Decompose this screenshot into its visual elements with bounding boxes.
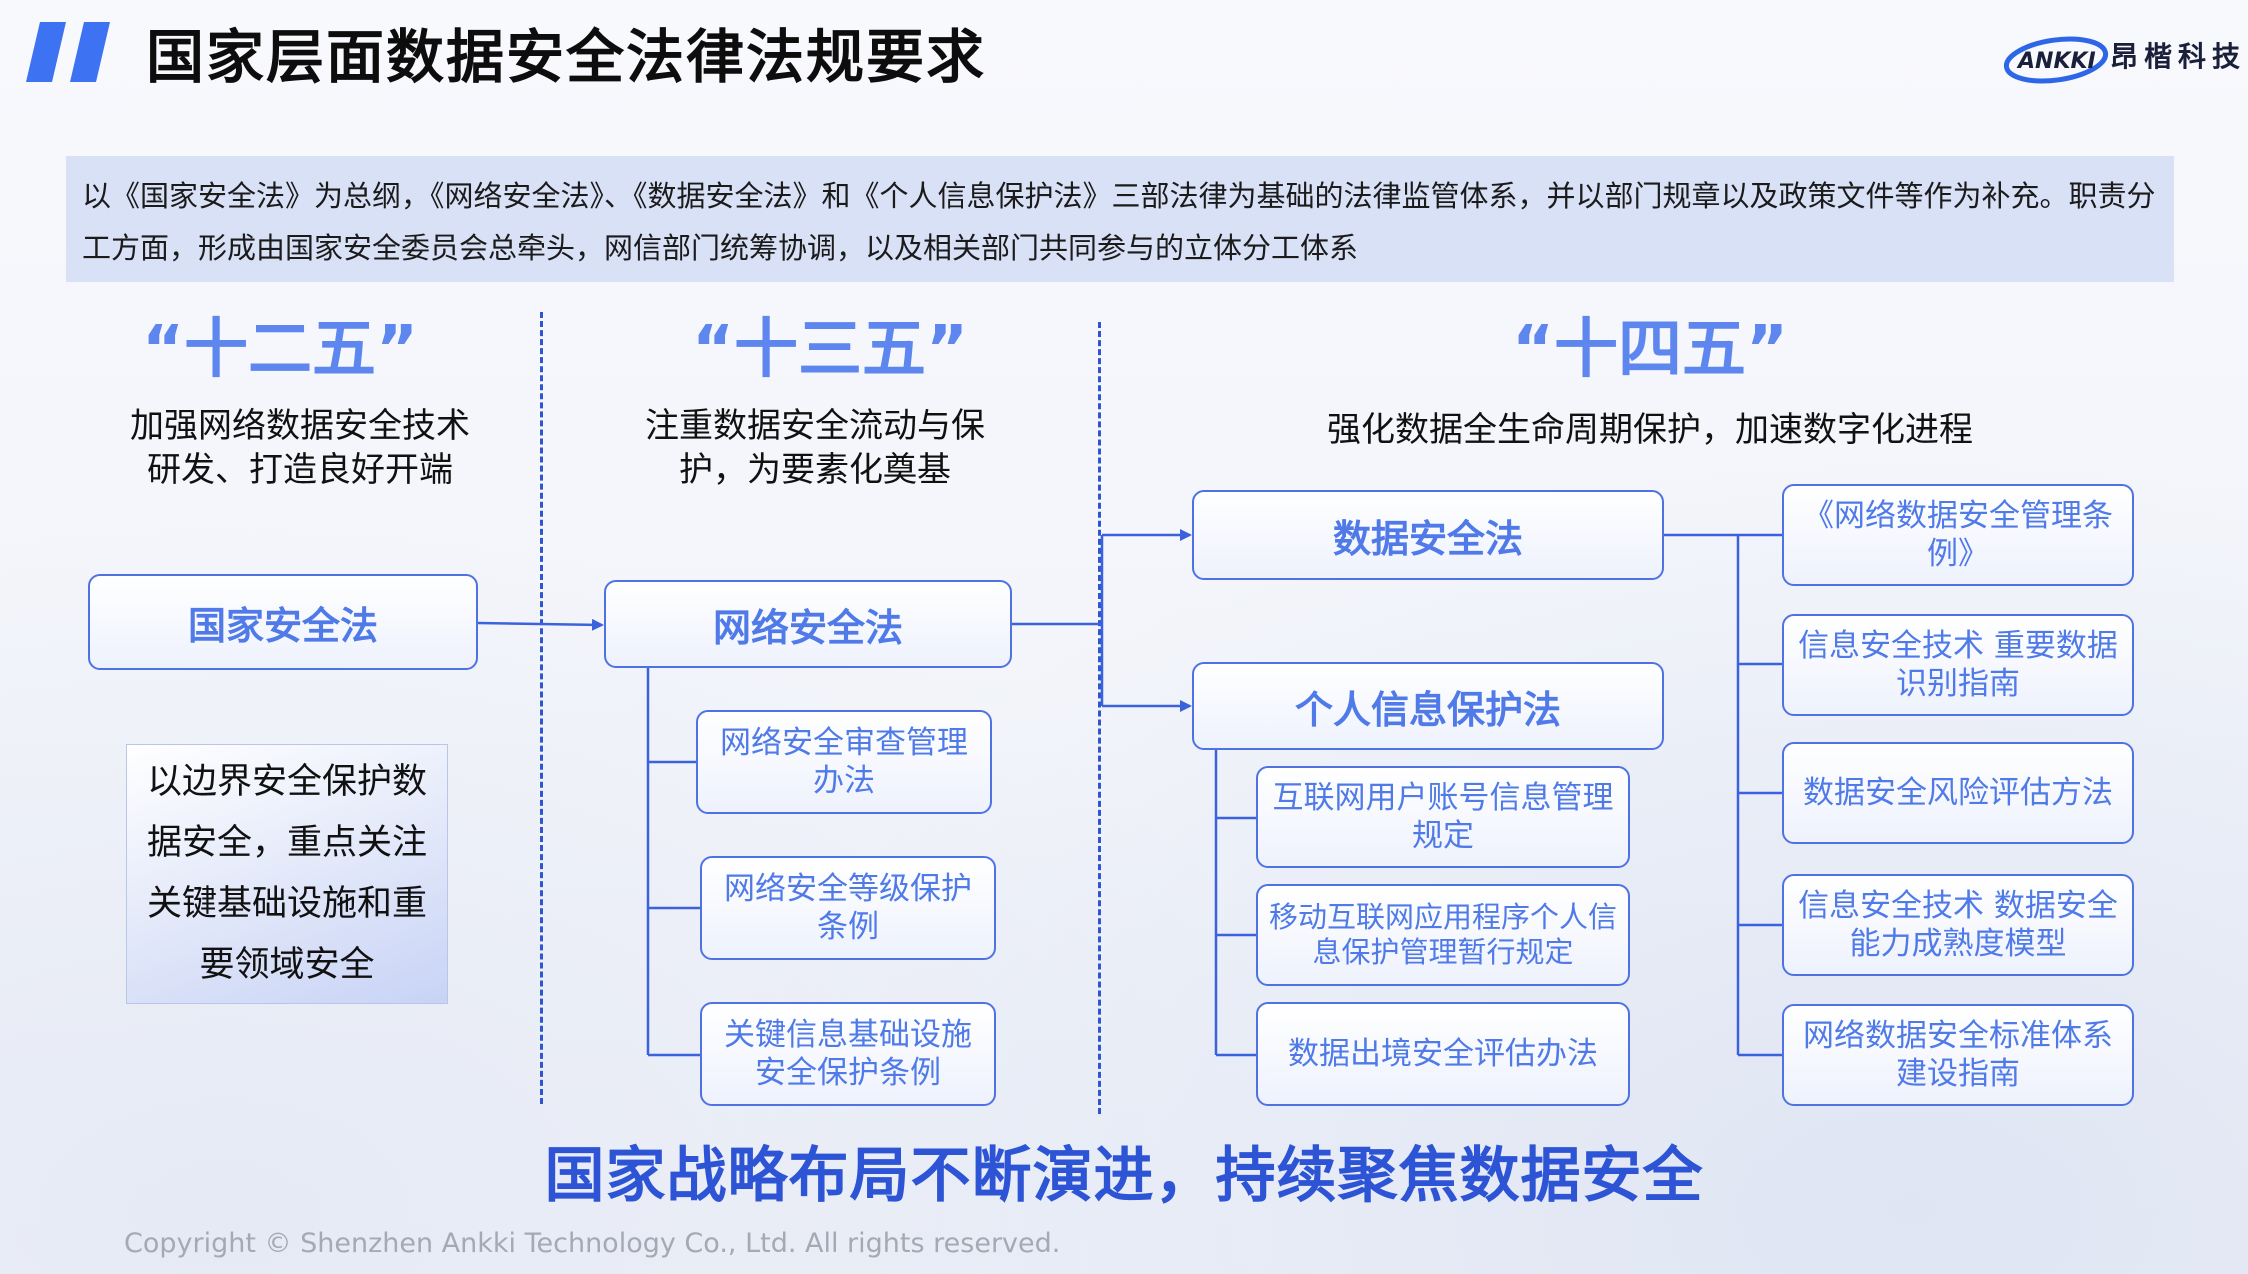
reg-capability-maturity-model[interactable]: 信息安全技术 数据安全能力成熟度模型 xyxy=(1782,874,2134,976)
period-divider-1 xyxy=(540,312,543,1104)
slogan: 国家战略布局不断演进，持续聚焦数据安全 xyxy=(544,1141,1704,1211)
law-data-security[interactable]: 数据安全法 xyxy=(1192,490,1664,580)
law-personal-info-protection[interactable]: 个人信息保护法 xyxy=(1192,662,1664,750)
brand-logo-text: ANKKI xyxy=(2016,49,2096,74)
brand-name: 昂楷科技 xyxy=(2110,40,2247,73)
law-cybersecurity[interactable]: 网络安全法 xyxy=(604,580,1012,668)
law-national-security[interactable]: 国家安全法 xyxy=(88,574,478,670)
era-title-14th: “十四五” xyxy=(1511,313,1789,387)
focus-summary-12th: 以边界安全保护数据安全，重点关注关键基础设施和重要领域安全 xyxy=(126,744,448,1004)
reg-cybersecurity-review[interactable]: 网络安全审查管理办法 xyxy=(696,710,992,814)
reg-classified-protection[interactable]: 网络安全等级保护条例 xyxy=(700,856,996,960)
reg-user-account-info[interactable]: 互联网用户账号信息管理规定 xyxy=(1256,766,1630,868)
ankki-logo-icon: ANKKI xyxy=(2004,36,2109,84)
reg-data-security-standard-system[interactable]: 网络数据安全标准体系建设指南 xyxy=(1782,1004,2134,1106)
reg-important-data-identification[interactable]: 信息安全技术 重要数据识别指南 xyxy=(1782,614,2134,716)
era-desc-14th: 强化数据全生命周期保护，加速数字化进程 xyxy=(1327,410,1973,450)
reg-critical-infrastructure[interactable]: 关键信息基础设施安全保护条例 xyxy=(700,1002,996,1106)
reg-mobile-app-personal-info[interactable]: 移动互联网应用程序个人信息保护管理暂行规定 xyxy=(1256,884,1630,986)
era-title-12th: “十二五” xyxy=(141,313,419,387)
era-desc-13th: 注重数据安全流动与保护，为要素化奠基 xyxy=(645,406,985,490)
intro-text: 以《国家安全法》为总纲，《网络安全法》、《数据安全法》和《个人信息保护法》三部法… xyxy=(66,156,2174,282)
reg-data-security-risk-assessment[interactable]: 数据安全风险评估方法 xyxy=(1782,742,2134,844)
reg-network-data-security-management[interactable]: 《网络数据安全管理条例》 xyxy=(1782,484,2134,586)
era-desc-12th: 加强网络数据安全技术研发、打造良好开端 xyxy=(130,406,470,490)
copyright: Copyright © Shenzhen Ankki Technology Co… xyxy=(124,1228,1061,1259)
page-title: 国家层面数据安全法律法规要求 xyxy=(146,23,987,91)
title-bars-icon xyxy=(26,22,110,82)
period-divider-2 xyxy=(1098,322,1101,1114)
era-title-13th: “十三五” xyxy=(691,313,969,387)
reg-data-export-assessment[interactable]: 数据出境安全评估办法 xyxy=(1256,1002,1630,1106)
